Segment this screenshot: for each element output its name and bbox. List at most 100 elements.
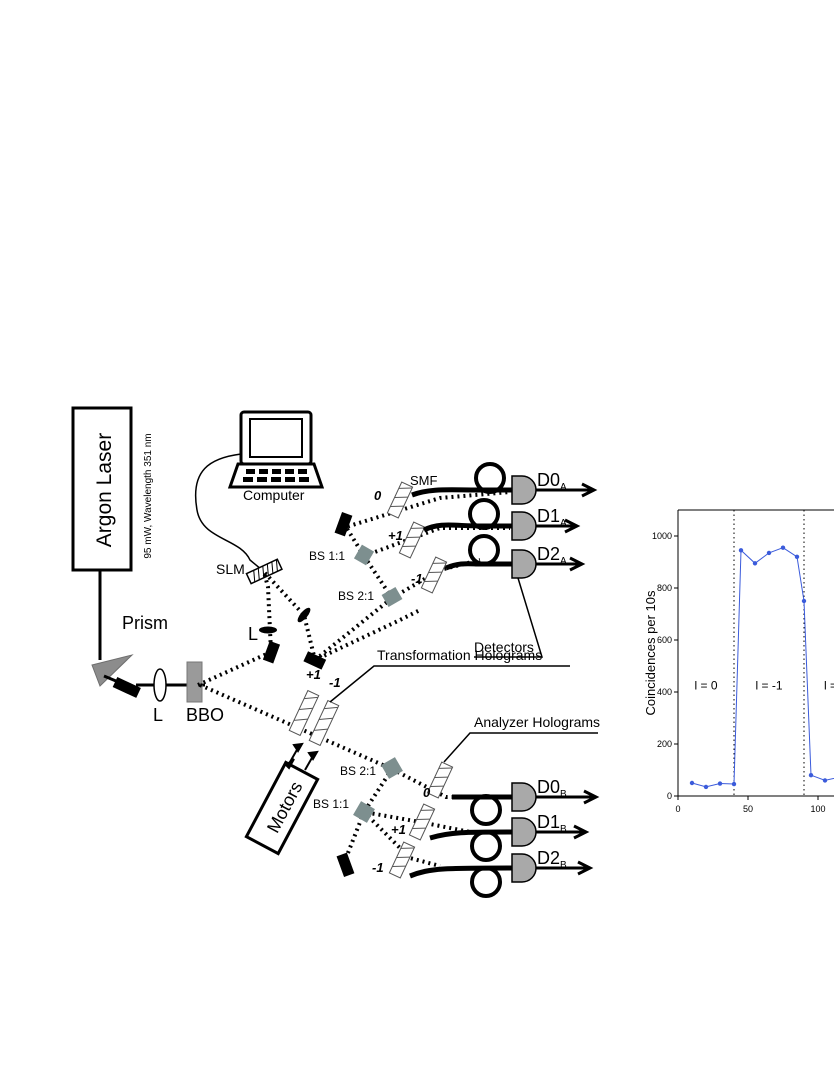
beam-b-split-low — [344, 811, 366, 859]
data-point — [794, 554, 800, 559]
hologram-a-plus — [398, 521, 426, 559]
beam-a-split-mid — [363, 526, 510, 558]
order-b-plus: +1 — [391, 822, 406, 837]
y-tick-label: 200 — [657, 739, 672, 749]
x-tick-label: 100 — [810, 804, 825, 814]
hologram-b-minus — [388, 841, 416, 879]
computer-icon — [227, 410, 325, 489]
bbo-label: BBO — [186, 705, 224, 725]
detector-a-0 — [511, 475, 598, 505]
mirror-pump — [112, 676, 141, 698]
slm-device — [245, 558, 283, 585]
beam-dump-b — [336, 852, 355, 878]
hologram-b-plus — [408, 803, 436, 841]
bs21-a-label: BS 2:1 — [338, 589, 374, 603]
hologram-a-minus — [420, 556, 448, 594]
bs21-b — [381, 757, 403, 779]
bs11-b-label: BS 1:1 — [313, 797, 349, 811]
prism-label: Prism — [122, 613, 168, 633]
fiber-b-1 — [429, 829, 513, 862]
analyzer-holograms-label: Analyzer Holograms — [474, 714, 600, 730]
order-trans-minus: -1 — [329, 675, 341, 690]
detector-b-1 — [511, 817, 590, 847]
fiber-a-1 — [422, 498, 512, 533]
bs21-b-label: BS 2:1 — [340, 764, 376, 778]
order-trans-plus: +1 — [306, 667, 321, 682]
y-tick-label: 1000 — [652, 531, 672, 541]
fiber-a-0 — [411, 462, 512, 498]
bs21-a — [381, 586, 403, 608]
detector-a-2-label: D2A — [537, 544, 567, 567]
detector-b-2-label: D2B — [537, 848, 567, 871]
data-point — [703, 784, 709, 790]
data-point — [738, 548, 744, 553]
argon-laser: Argon Laser — [71, 406, 133, 572]
bbo-crystal — [186, 661, 203, 703]
transformation-leader — [329, 665, 570, 703]
detectors-leader — [474, 577, 544, 658]
mirror-a1 — [262, 640, 281, 664]
fiber-b-0 — [452, 794, 512, 826]
x-tick-label: 0 — [675, 804, 680, 814]
detector-a-0-label: D0A — [537, 470, 567, 493]
transformation-hologram-minus — [308, 699, 340, 747]
order-b-minus: -1 — [372, 860, 384, 875]
detector-b-0-label: D0B — [537, 777, 567, 800]
hologram-a-0 — [386, 481, 414, 519]
lens-a-icon — [297, 607, 311, 623]
bs11-a — [353, 544, 375, 566]
chart-ylabel: Coincidences per 10s — [643, 590, 658, 716]
data-point — [752, 561, 758, 566]
order-a-plus: +1 — [388, 528, 403, 543]
prism-icon — [91, 654, 134, 687]
fiber-b-2 — [409, 865, 513, 898]
y-tick-label: 400 — [657, 687, 672, 697]
smf-label: SMF — [410, 473, 438, 488]
motor-arrows — [284, 742, 319, 771]
region-label: l = +1 — [824, 678, 834, 692]
computer-cable — [194, 453, 263, 571]
data-point — [780, 545, 786, 550]
beam-b — [199, 683, 520, 799]
data-point — [808, 773, 814, 778]
transformation-holograms-label: Transformation Holograms — [377, 647, 542, 663]
argon-laser-label: Argon Laser — [93, 433, 116, 547]
beam-a-bs-path — [313, 596, 394, 662]
detectors-label: Detectors — [474, 639, 534, 655]
bs11-b — [353, 801, 375, 823]
detector-b-2 — [511, 853, 594, 883]
beam-a-split-low — [362, 554, 394, 600]
data-point — [717, 781, 723, 786]
laser-spec-label: 95 mW, Wavelength 351 nm — [143, 433, 154, 558]
detector-b-0 — [511, 782, 600, 812]
fiber-a-2 — [445, 534, 512, 571]
beam-b-out-low — [362, 810, 441, 868]
data-point — [731, 781, 737, 787]
lens-pump-icon — [153, 668, 167, 702]
lens-pump-label: L — [153, 705, 163, 725]
beam-a — [197, 570, 421, 687]
region-label: l = 0 — [694, 678, 717, 692]
hologram-b-0 — [426, 761, 454, 799]
detector-a-1-label: D1A — [537, 506, 567, 529]
detector-a-2 — [511, 549, 586, 579]
analyzer-leader — [443, 732, 598, 763]
region-label: l = -1 — [755, 678, 782, 692]
motors-box — [244, 760, 320, 856]
y-tick-label: 0 — [667, 791, 672, 801]
slm-label: SLM — [216, 561, 245, 577]
series-line — [691, 547, 834, 788]
order-b-0: 0 — [423, 785, 431, 800]
computer-label: Computer — [243, 487, 305, 503]
order-a-0: 0 — [374, 488, 382, 503]
order-a-minus: -1 — [411, 571, 423, 586]
transformation-hologram-plus — [288, 689, 320, 737]
data-point — [766, 550, 772, 556]
y-tick-label: 800 — [657, 583, 672, 593]
data-point — [689, 780, 695, 786]
data-point — [801, 598, 807, 604]
detector-a-1 — [511, 511, 581, 541]
x-tick-label: 50 — [743, 804, 753, 814]
